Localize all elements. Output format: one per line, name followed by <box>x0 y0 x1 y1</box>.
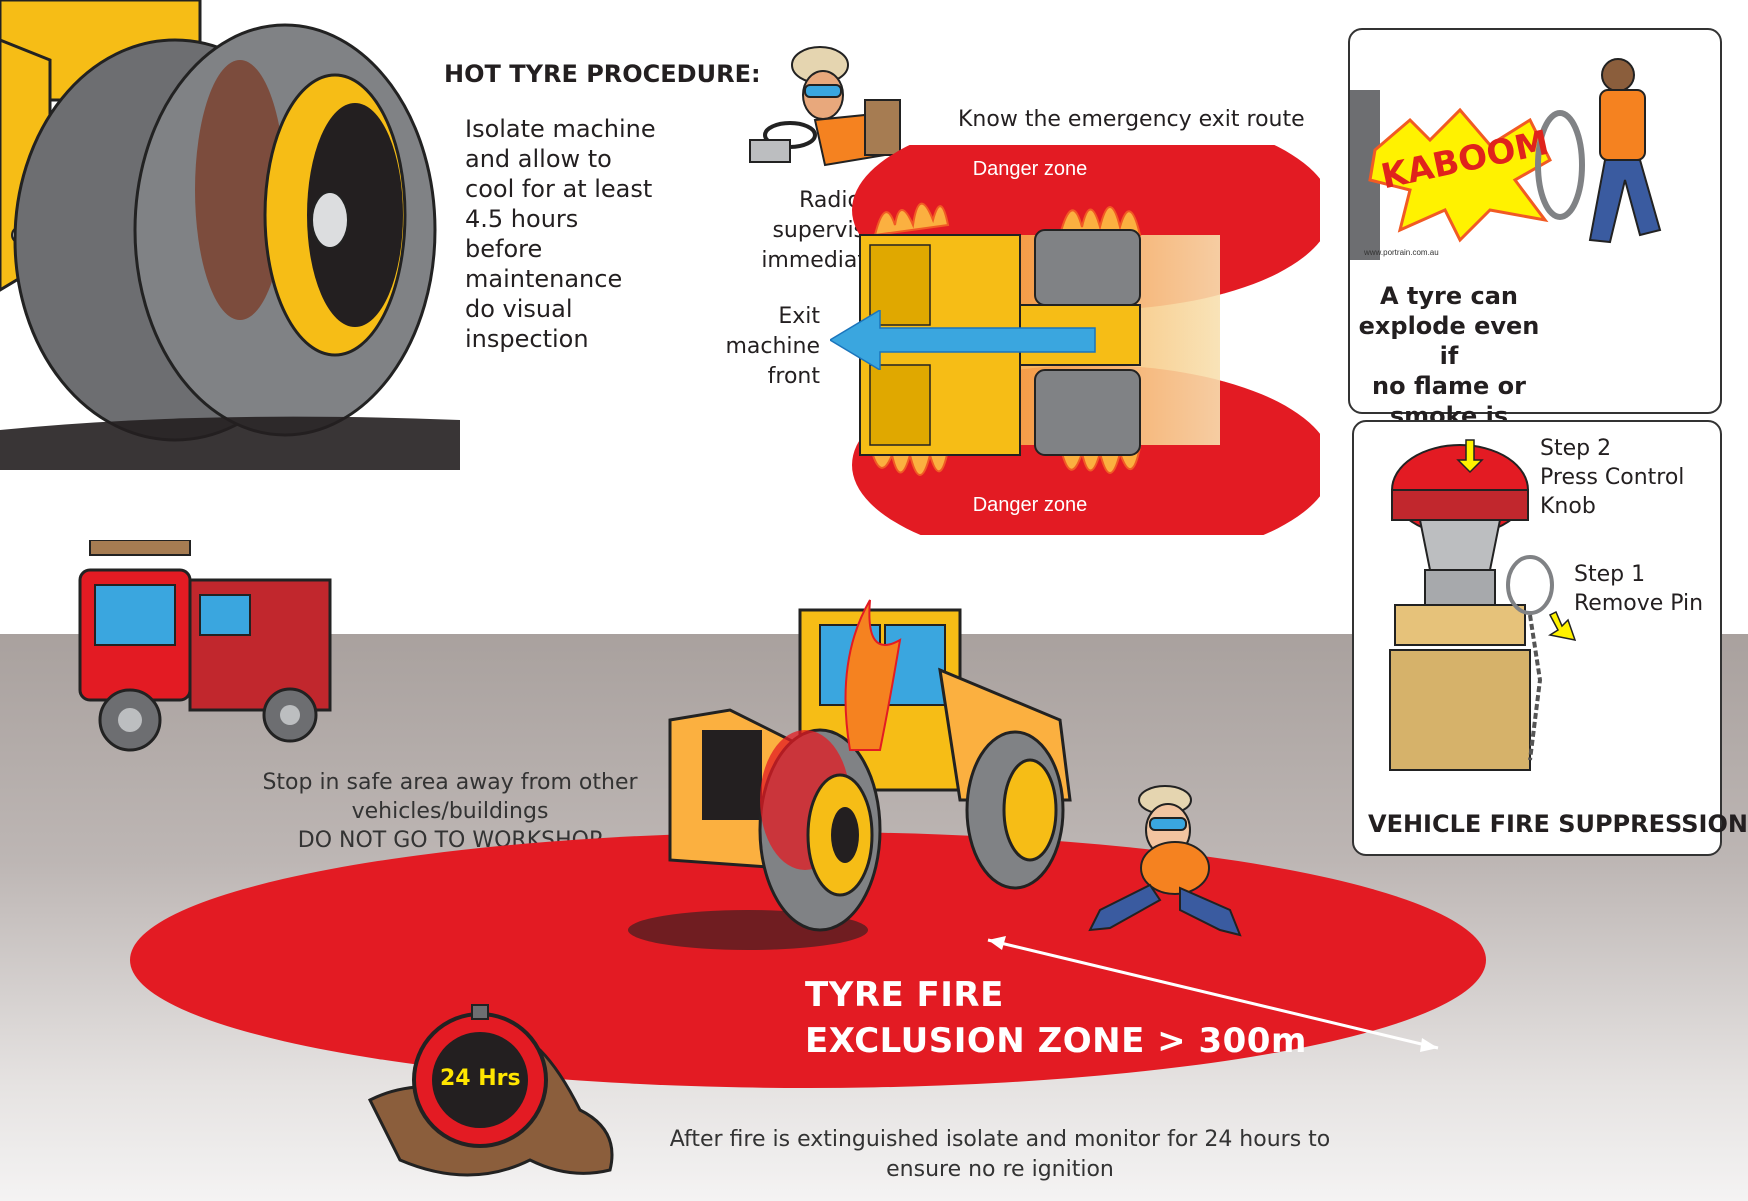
exit-machine-front-text: Exit machine front <box>725 304 820 389</box>
exit-arrow-icon <box>830 310 1096 370</box>
radio-operator-illustration <box>749 46 901 167</box>
hot-tyre-illustration <box>0 0 460 470</box>
running-worker-illustration <box>1088 785 1242 937</box>
portrain-url: www.portrain.com.au <box>1364 248 1439 257</box>
hand-timer-illustration <box>367 1004 614 1177</box>
exit-route-heading: Know the emergency exit route <box>958 107 1305 132</box>
timer-label: 24 Hrs <box>440 1066 521 1091</box>
fire-suppression-knob-illustration <box>1389 439 1577 771</box>
fire-truck-illustration <box>78 540 332 752</box>
procedure-title: HOT TYRE PROCEDURE: <box>444 60 761 88</box>
wheel-loader-illustration <box>668 599 1072 932</box>
vehicle-fire-suppression-title: VEHICLE FIRE SUPPRESSION <box>1368 810 1748 838</box>
step-2-text: Step 2 Press Control Knob <box>1540 436 1685 519</box>
danger-zone-label-top: Danger zone <box>973 158 1088 180</box>
danger-zone-label-bottom: Danger zone <box>973 494 1088 516</box>
monitor-24-hours-text: After fire is extinguished isolate and m… <box>669 1127 1331 1182</box>
tyre-explosion-illustration <box>1350 58 1662 260</box>
step-1-text: Step 1 Remove Pin <box>1574 562 1704 616</box>
exclusion-zone-title: TYRE FIRE EXCLUSION ZONE > 300m <box>805 975 1307 1061</box>
procedure-body: Isolate machine and allow to cool for at… <box>465 115 656 353</box>
